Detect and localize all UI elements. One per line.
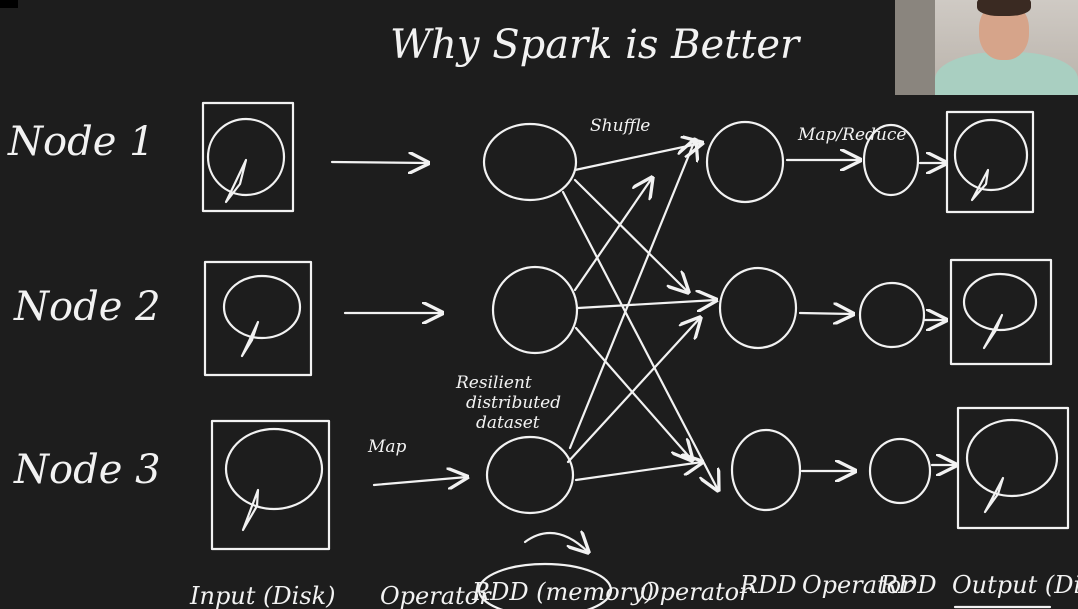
rdd-circle-2 <box>491 265 579 355</box>
rdd-circle-1 <box>482 122 578 202</box>
input-disk-label: Input (Disk) <box>189 582 336 609</box>
output-disk-1 <box>945 110 1035 214</box>
arrow-icon-input-3 <box>372 477 467 485</box>
output-disk-2 <box>949 258 1053 366</box>
rdd3-circle-3 <box>868 437 932 505</box>
rdd-label-3: RDD <box>879 571 937 599</box>
rdd-note-line2: distributed <box>466 393 561 413</box>
rdd3-circle-2 <box>858 281 926 349</box>
output-disk-3 <box>956 406 1070 530</box>
node-1-label: Node 1 <box>7 119 155 165</box>
node-2-label: Node 2 <box>13 284 161 330</box>
shuffle-label: Shuffle <box>590 116 650 136</box>
rdd-circle-3 <box>485 435 575 515</box>
operator-label-2: Operator <box>640 578 752 606</box>
rdd-note-line1: Resilient <box>455 373 532 393</box>
rdd-memory-label: RDD (memory) <box>471 578 654 606</box>
webcam-video <box>895 0 1078 95</box>
rdd2-circle-2 <box>718 266 798 350</box>
output-disk-label: Output (Disk) <box>952 571 1078 599</box>
webcam-background <box>895 0 935 95</box>
rdd-note-line3: dataset <box>476 413 540 433</box>
webcam-person-hair <box>977 0 1031 16</box>
operator-label-3: Operator <box>802 571 914 599</box>
diagram-title: Why Spark is Better <box>390 22 802 68</box>
arrow-icon-input-1 <box>330 162 428 163</box>
rdd2-circle-3 <box>730 428 802 512</box>
node-3-label: Node 3 <box>13 447 161 493</box>
rdd3-circle-1 <box>862 123 920 197</box>
input-disk-3 <box>210 419 331 551</box>
input-disk-2 <box>203 260 313 377</box>
rdd-label-2: RDD <box>739 571 797 599</box>
input-disk-1 <box>201 101 295 213</box>
rdd2-circle-1 <box>705 120 785 204</box>
corner-mark <box>0 0 18 8</box>
operator-label-1: Operator <box>380 582 492 609</box>
map-label: Map <box>367 437 407 457</box>
map-reduce-label: Map/Reduce <box>797 125 906 145</box>
